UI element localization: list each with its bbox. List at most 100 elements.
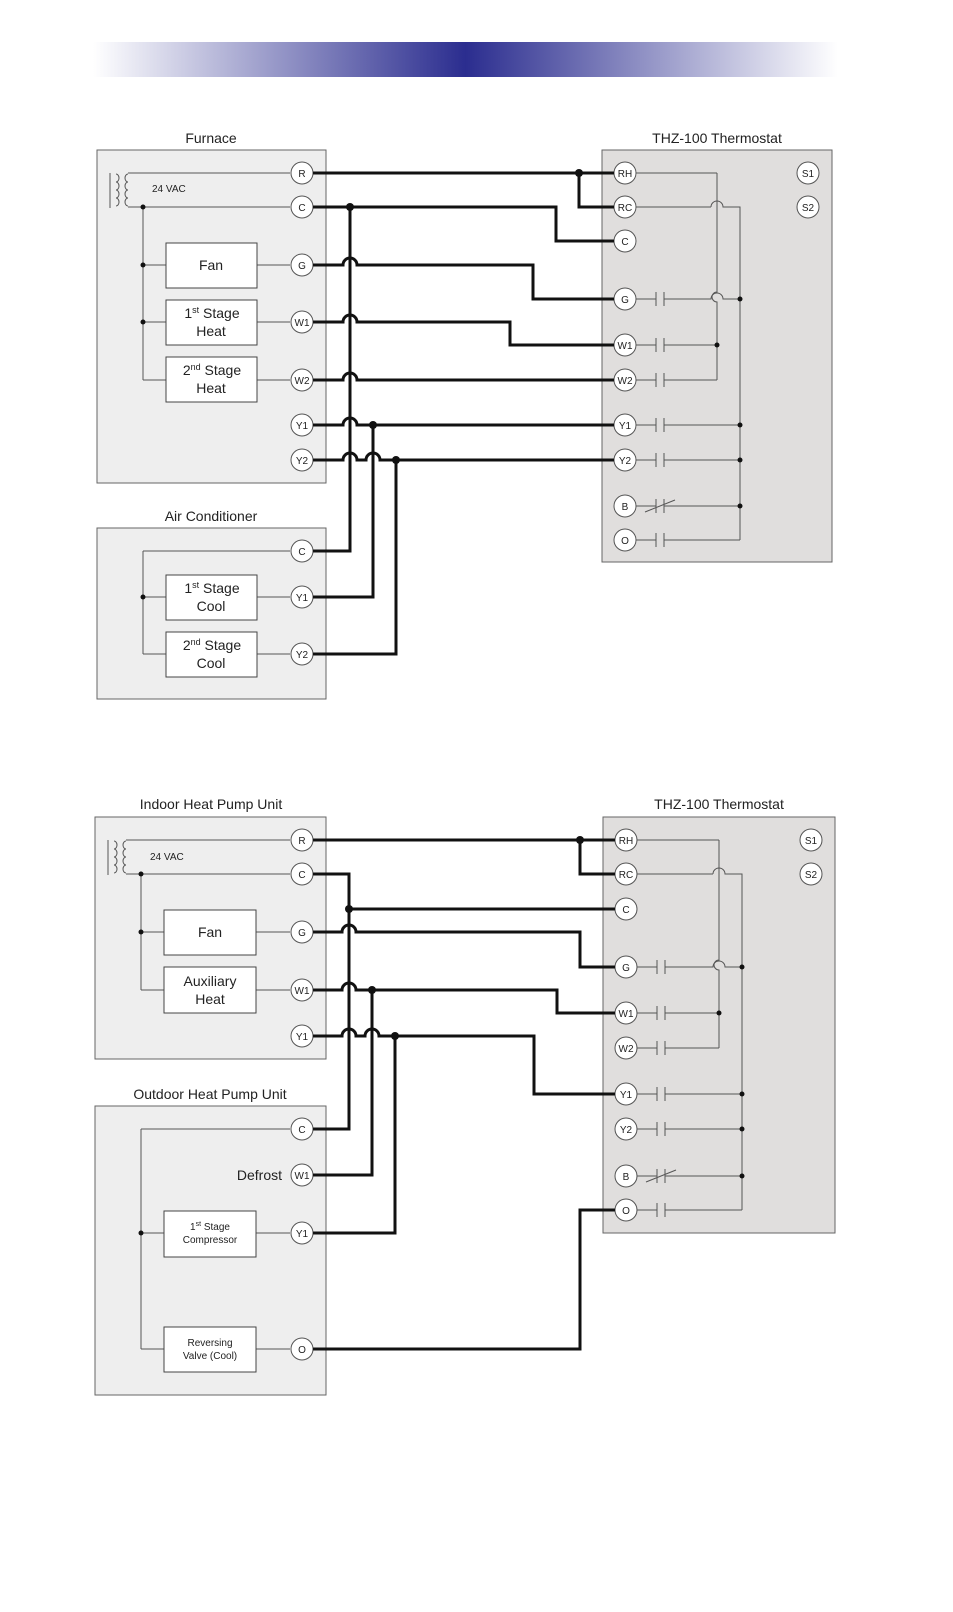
tstat1-terminal-w1-label: W1 [618, 341, 633, 352]
tstat2-terminal-b [614, 1164, 638, 1188]
transformer-icon [107, 839, 290, 875]
wire-g [313, 256, 614, 301]
tstat1-terminal-w2-label: W2 [618, 376, 633, 387]
indoor-terminals: R C G W1 Y1 [290, 828, 314, 1048]
wire-rc-jumper [577, 173, 614, 209]
furnace-terminals: R C G W1 W2 Y1 Y2 [290, 161, 314, 472]
ac-terminals: C Y1 Y2 [290, 539, 314, 666]
tstat2-terminal-y2-label: Y2 [620, 1125, 633, 1136]
furnace-terminal-w2-label: W2 [295, 376, 310, 387]
wire-hp-o [313, 1208, 615, 1351]
cool-stage-1-label: 1st Stage [184, 580, 240, 596]
tstat1-terminal-c-label: C [621, 237, 628, 248]
wire-c [313, 205, 614, 243]
thermostat-1-title: THZ-100 Thermostat [652, 130, 782, 146]
outdoor-title: Outdoor Heat Pump Unit [133, 1086, 286, 1102]
tstat1-terminal-rc-label: RC [618, 203, 632, 214]
tstat2-terminal-g-label: G [622, 963, 630, 974]
wire-hp-y1 [313, 1027, 615, 1096]
compressor-label: 1st Stage [190, 1221, 230, 1233]
cool-stage-2-component [165, 631, 258, 678]
wire-hp-defrost [313, 990, 374, 1177]
tstat2-terminal-rh-label: RH [619, 836, 633, 847]
indoor-fan-component [163, 909, 257, 956]
wire-ac-y1 [313, 425, 375, 599]
wire-hp-compressor [313, 1036, 397, 1235]
indoor-terminal-c-label: C [298, 870, 305, 881]
tstat1-sensor-s1-label: S1 [802, 169, 815, 180]
fan-label: Fan [199, 257, 223, 273]
indoor-title: Indoor Heat Pump Unit [140, 796, 283, 812]
tstat2-terminal-w1-label: W1 [619, 1009, 634, 1020]
header-gradient-bar [93, 42, 838, 77]
wire-y2 [313, 451, 614, 462]
tstat2-sensor-s2-label: S2 [805, 870, 818, 881]
tstat1-sensor-s2-label: S2 [802, 203, 815, 214]
reversing-valve-label: Reversing [187, 1338, 232, 1349]
tstat1-terminal-b [613, 494, 637, 518]
transformer-icon [109, 172, 290, 208]
furnace-terminal-y2-label: Y2 [296, 456, 309, 467]
tstat2-terminal-b-label: B [623, 1172, 630, 1183]
transformer-label: 24 VAC [152, 184, 186, 195]
thermostat-2-title: THZ-100 Thermostat [654, 796, 784, 812]
heat-stage-2-label-2: Heat [196, 380, 226, 396]
indoor-fan-label: Fan [198, 924, 222, 940]
diagram-furnace-ac: Furnace 24 VAC Fan 1st Stage Heat 2nd St… [96, 130, 833, 700]
outdoor-terminal-o-label: O [298, 1345, 306, 1356]
heat-stage-2-label: 2nd Stage [183, 362, 242, 378]
tstat1-terminal-o [613, 528, 637, 552]
furnace-terminal-w1-label: W1 [295, 318, 310, 329]
wire-w1 [313, 313, 614, 347]
tstat1-sensor-s1 [796, 161, 820, 185]
tstat1-terminal-rh-label: RH [618, 169, 632, 180]
thermostat-2-internal [637, 839, 745, 1217]
tstat2-sensor-s2 [799, 862, 823, 886]
compressor-component [163, 1210, 257, 1258]
aux-heat-component [163, 966, 257, 1014]
fan-component [165, 242, 258, 289]
tstat1-terminal-y1-label: Y1 [619, 421, 632, 432]
outdoor-terminal-y1-label: Y1 [296, 1229, 309, 1240]
indoor-terminal-g-label: G [298, 928, 306, 939]
ac-terminal-c-label: C [298, 547, 305, 558]
tstat2-terminal-w2-label: W2 [619, 1044, 634, 1055]
tstat1-terminal-o-label: O [621, 536, 629, 547]
compressor-label-2: Compressor [183, 1235, 238, 1246]
wire-hp-c-outdoor [313, 872, 351, 1131]
indoor-terminal-y1-label: Y1 [296, 1032, 309, 1043]
furnace-terminal-c-label: C [298, 203, 305, 214]
cool-stage-1-component [165, 574, 258, 621]
thermostat-1-terminals: RH RC C G W1 W2 Y1 Y2 B O S1 S2 [613, 161, 820, 552]
heat-stage-1-label: 1st Stage [184, 305, 240, 321]
heat-stage-1-component [165, 299, 258, 346]
tstat2-terminal-o-label: O [622, 1206, 630, 1217]
heat-stage-2-component [165, 356, 258, 403]
tstat1-terminal-y2-label: Y2 [619, 456, 632, 467]
tstat2-sensor-s1-label: S1 [805, 836, 818, 847]
heat-stage-1-label-2: Heat [196, 323, 226, 339]
wire-ac-y2 [313, 460, 398, 656]
ac-title: Air Conditioner [165, 508, 258, 524]
indoor-terminal-r-label: R [298, 836, 305, 847]
wire-hp-rc-jumper [578, 840, 615, 876]
furnace-terminal-r-label: R [298, 169, 305, 180]
tstat2-terminal-c-label: C [622, 905, 629, 916]
tstat2-terminal-w2 [614, 1036, 638, 1060]
wire-hp-w1 [313, 981, 615, 1015]
indoor-terminal-w1-label: W1 [295, 986, 310, 997]
outdoor-terminals: C W1 Y1 O [290, 1117, 314, 1361]
thermostat-1-internal [636, 172, 743, 547]
wire-w2 [313, 371, 614, 382]
tstat2-terminal-rc-label: RC [619, 870, 633, 881]
wire-hp-g [313, 923, 615, 969]
cool-stage-2-label-2: Cool [197, 655, 226, 671]
field-wiring-1 [313, 169, 614, 656]
furnace-title: Furnace [185, 130, 237, 146]
ac-terminal-y2-label: Y2 [296, 650, 309, 661]
furnace-terminal-y1-label: Y1 [296, 421, 309, 432]
transformer-label-2: 24 VAC [150, 852, 184, 863]
aux-heat-label-2: Heat [195, 991, 225, 1007]
field-wiring-2 [313, 836, 615, 1351]
